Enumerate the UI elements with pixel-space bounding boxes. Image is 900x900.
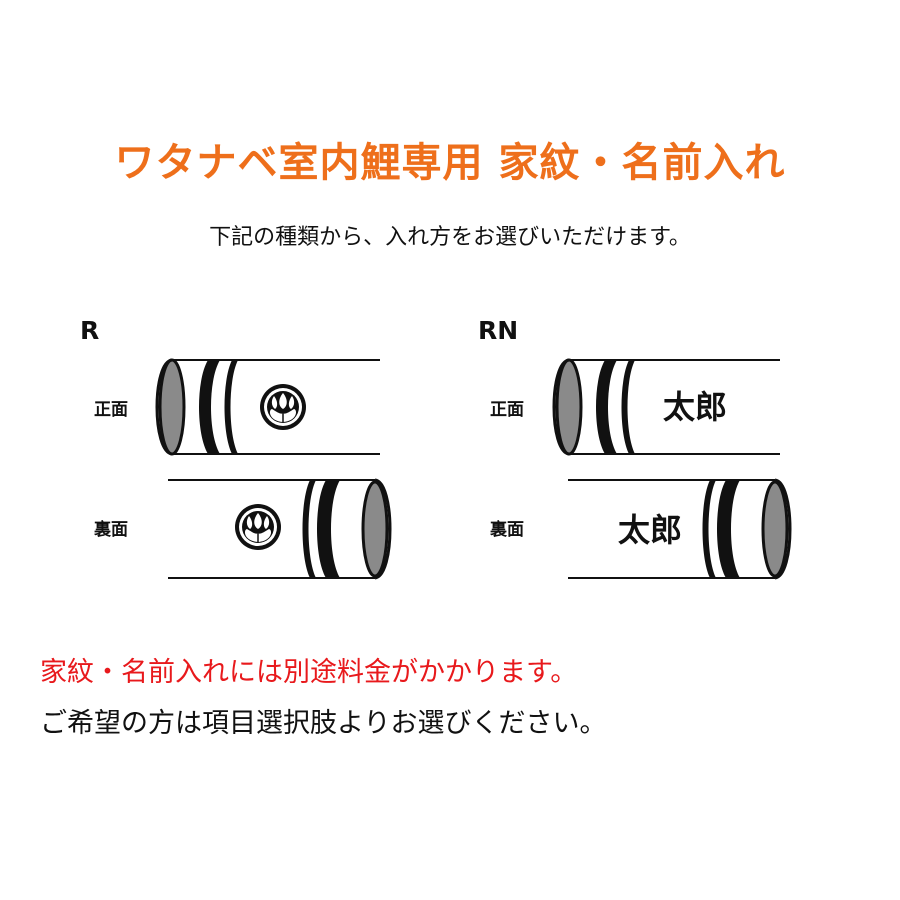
option-rn-back-diagram: 太郎 [568, 478, 792, 580]
option-r-back-label: 裏面 [94, 520, 128, 540]
kiri-crest-icon [260, 384, 306, 430]
option-rn-front-label: 正面 [490, 400, 524, 420]
option-rn-front-diagram: 太郎 [552, 358, 780, 456]
option-r-label: R [80, 316, 100, 345]
option-rn-back-name: 太郎 [618, 511, 682, 549]
option-rn-back-label: 裏面 [490, 520, 524, 540]
option-rn-front-name: 太郎 [663, 388, 727, 426]
option-rn-label: RN [478, 316, 519, 345]
kiri-crest-icon [235, 504, 281, 550]
option-r-back-diagram [168, 478, 392, 580]
selection-note: ご希望の方は項目選択肢よりお選びください。 [40, 708, 607, 739]
option-r-front-label: 正面 [94, 400, 128, 420]
fee-note: 家紋・名前入れには別途料金がかかります。 [40, 657, 578, 688]
page-title: ワタナベ室内鯉専用 家紋・名前入れ [114, 140, 786, 186]
page-subtitle: 下記の種類から、入れ方をお選びいただけます。 [209, 225, 691, 250]
option-r-front-diagram [155, 358, 380, 456]
